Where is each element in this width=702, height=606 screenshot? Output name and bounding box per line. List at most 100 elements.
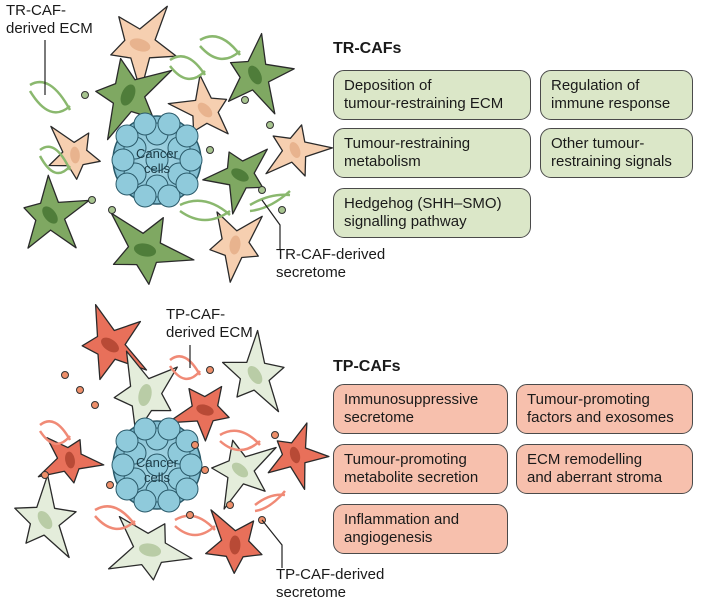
tp-ecm-fibre-0-b: [168, 365, 201, 380]
tp-secretome-dot-5: [201, 466, 209, 474]
cancer-cluster-top-cell-9: [133, 112, 157, 136]
tr-secretome-pointer: [261, 199, 281, 250]
cancer-cluster-bottom-cell-13: [115, 429, 139, 453]
tp-box-ecm-remodelling: ECM remodelling and aberrant stroma: [516, 444, 693, 494]
tp-box-metabolite: Tumour-promoting metabolite secretion: [333, 444, 508, 494]
tr-caf-cell-1-nucleus: [248, 65, 262, 85]
tr-ecm-fibre-0: [29, 80, 72, 111]
tp-cafs-heading: TP-CAFs: [333, 358, 401, 375]
cancer-cluster-top-cell-8: [179, 148, 203, 172]
tr-caf-secretome-label: TR-CAF-derived secretome: [276, 246, 386, 281]
cancer-cluster-bottom-cell-12: [157, 489, 181, 513]
tp-secretome-dot-0: [76, 386, 84, 394]
tr-box-ecm: Deposition of tumour-restraining ECM: [333, 70, 531, 120]
tr-ecm-fibre-5-b: [169, 65, 206, 80]
tr-caf-cell-5-nucleus: [231, 168, 249, 182]
tp-box-exosomes: Tumour-promoting factors and exosomes: [516, 384, 693, 434]
tp-caf-cell-7-nucleus: [37, 510, 53, 530]
tp-secretome-dot-4: [191, 441, 199, 449]
cancer-cluster-bottom-cell-10: [157, 417, 181, 441]
tr-caf-cell-7: [23, 174, 90, 249]
tr-ecm-fibre-0-b: [28, 90, 71, 114]
tr-cafs-heading: TR-CAFs: [333, 40, 402, 57]
tr-secretome-dot-6: [266, 121, 274, 129]
cancer-cells-label-bottom: Cancer cells: [136, 455, 178, 485]
cancer-cells-label-top: Cancer cells: [136, 146, 178, 176]
tp-ecm-fibre-5-b: [174, 525, 216, 537]
cancer-cluster-bottom-cell-7: [111, 453, 135, 477]
tp-box-immunosuppressive: Immunosuppressive secretome: [333, 384, 508, 434]
tr-ecm-fibre-3-b: [179, 209, 231, 222]
tp-secretome-dot-8: [271, 431, 279, 439]
cancer-cluster-top-cell-12: [157, 184, 181, 208]
cancer-cluster-top-cell-14: [175, 124, 199, 148]
tr-secretome-dot-3: [258, 186, 266, 194]
tr-caf-cell-4-nucleus: [70, 146, 80, 164]
cancer-cluster-top-cell-13: [115, 124, 139, 148]
tr-secretome-dot-7: [278, 206, 286, 214]
cancer-cluster-top-cell-10: [157, 112, 181, 136]
tr-caf-cell-0-nucleus: [129, 38, 151, 52]
tr-ecm-fibre-3: [179, 199, 231, 216]
tp-caf-cell-3: [166, 385, 230, 442]
cancer-cluster-bottom-cell-11: [133, 489, 157, 513]
cancer-cluster-top-cell-15: [115, 172, 139, 196]
tr-ecm-fibre-4-b: [249, 190, 291, 213]
tr-ecm-fibre-2: [39, 145, 72, 171]
tp-caf-cell-2-nucleus: [138, 383, 152, 407]
cancer-cluster-top-cell-11: [133, 184, 157, 208]
tp-box-inflammation: Inflammation and angiogenesis: [333, 504, 508, 554]
tp-caf-cells: [14, 303, 330, 581]
tp-ecm-fibre-2-b: [219, 440, 261, 452]
tr-caf-cell-5: [202, 148, 268, 215]
cancer-cluster-bottom-cell-15: [115, 477, 139, 501]
tr-caf-cell-2-nucleus: [120, 84, 136, 106]
tr-secretome-dot-1: [108, 206, 116, 214]
tr-caf-cell-7-nucleus: [42, 206, 58, 224]
tr-ecm-fibre-1: [199, 35, 242, 56]
cancer-cluster-top-cell-0: [145, 148, 169, 172]
tp-secretome-pointer: [261, 519, 283, 568]
tr-ecm-fibre-2-b: [38, 155, 71, 175]
cancer-cluster-bottom-cell-16: [175, 477, 199, 501]
tr-box-metabolism: Tumour-restraining metabolism: [333, 128, 531, 178]
tr-secretome-dot-2: [241, 96, 249, 104]
tr-box-other-signals: Other tumour- restraining signals: [540, 128, 693, 178]
tr-caf-ecm-label: TR-CAF- derived ECM: [6, 2, 93, 37]
cancer-cluster-top-cell-16: [175, 172, 199, 196]
tr-secretome-dot-5: [206, 146, 214, 154]
cancer-cluster-top-cell-7: [111, 148, 135, 172]
tp-secretome-dot-10: [106, 481, 114, 489]
tp-ecm-fibre-3-b: [94, 515, 136, 530]
tr-caf-cell-6-nucleus: [289, 141, 301, 159]
tp-caf-cell-5-nucleus: [231, 462, 249, 478]
tp-ecm-fibre-0: [169, 355, 202, 376]
tr-caf-cell-3-nucleus: [197, 102, 213, 118]
cancer-cluster-bottom-cell-8: [179, 453, 203, 477]
tp-caf-cell-8-nucleus: [138, 543, 162, 557]
tr-caf-cell-9-nucleus: [229, 235, 241, 255]
tp-secretome-dot-7: [186, 511, 194, 519]
tp-caf-cell-3-nucleus: [196, 404, 214, 416]
tp-caf-cell-4-nucleus: [65, 451, 75, 469]
tp-caf-secretome-label: TP-CAF-derived secretome: [276, 566, 385, 601]
tp-ecm-fibre-1: [39, 420, 72, 441]
tp-caf-cell-6-nucleus: [289, 446, 301, 464]
tr-secretome-dot-0: [88, 196, 96, 204]
tp-caf-ecm-label: TP-CAF- derived ECM: [166, 306, 253, 341]
cancer-cluster-bottom-cell-0: [145, 453, 169, 477]
tp-secretome-dot-2: [61, 371, 69, 379]
tr-ecm-fibre-5: [169, 55, 207, 76]
tp-secretome-dot-3: [206, 366, 214, 374]
tr-caf-cell-1: [227, 32, 295, 115]
tr-caf-cell-8-nucleus: [133, 243, 157, 257]
tp-caf-cell-1-nucleus: [247, 365, 263, 385]
tr-secretome-dot-4: [81, 91, 89, 99]
tp-ecm-fibre-4-b: [254, 490, 286, 513]
tp-secretome-dot-6: [41, 471, 49, 479]
tp-secretome-dot-1: [91, 401, 99, 409]
tp-caf-cell-9-nucleus: [229, 535, 241, 555]
tp-caf-cell-0-nucleus: [101, 337, 119, 353]
tp-ecm-fibre-5: [174, 514, 216, 531]
